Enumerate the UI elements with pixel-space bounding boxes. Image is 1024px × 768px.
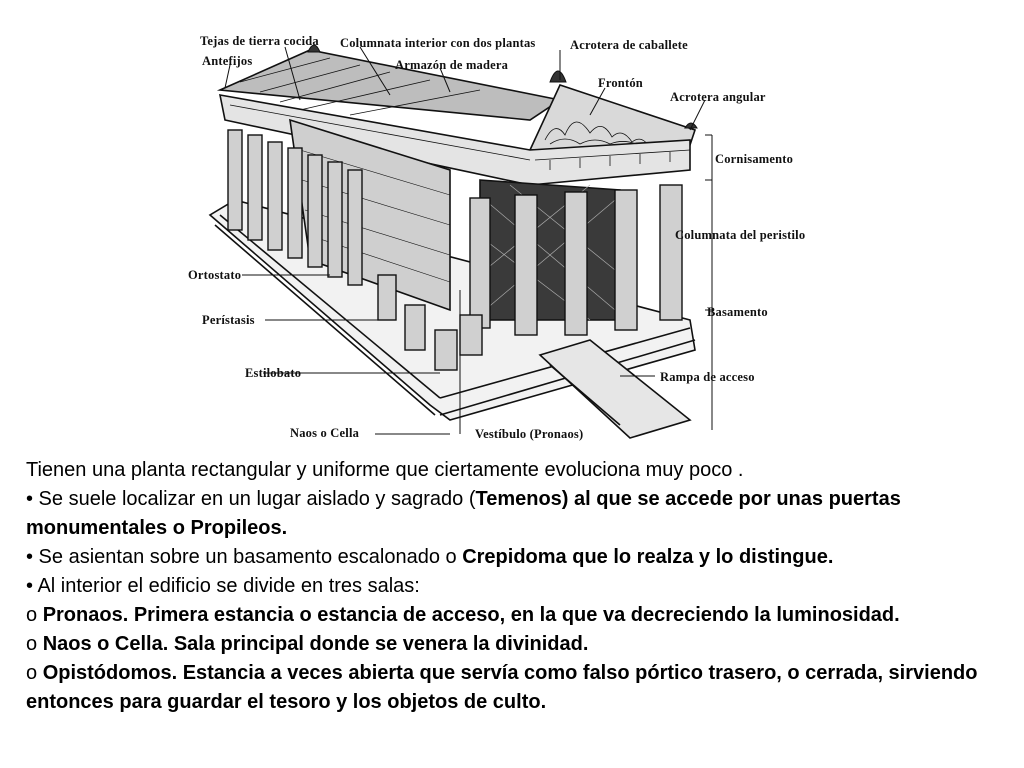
text-naos-bold: Naos o Cella. Sala principal donde se ve… bbox=[42, 633, 589, 655]
text-paragraph-opistodomos: o Opistódomos. Estancia a veces abierta … bbox=[26, 659, 1006, 717]
label-naos: Naos o Cella bbox=[290, 426, 360, 440]
description-text: Tienen una planta rectangular y uniforme… bbox=[26, 456, 1006, 717]
label-tejas: Tejas de tierra cocida bbox=[200, 34, 319, 48]
text-paragraph-pronaos: o Pronaos. Primera estancia o estancia d… bbox=[26, 601, 1006, 630]
text-paragraph-crepidoma: • Se asientan sobre un basamento escalon… bbox=[26, 543, 1006, 572]
label-antefijos: Antefijos bbox=[202, 54, 253, 68]
label-ortostato: Ortostato bbox=[188, 268, 242, 282]
text-paragraph-naos: o Naos o Cella. Sala principal donde se … bbox=[26, 630, 1006, 659]
text-paragraph-temenos: • Se suele localizar en un lugar aislado… bbox=[26, 485, 1006, 543]
label-armazon: Armazón de madera bbox=[395, 58, 509, 72]
label-peristasis: Perístasis bbox=[202, 313, 255, 327]
text-temenos-plain: • Se suele localizar en un lugar aislado… bbox=[26, 488, 476, 510]
temple-diagram: Tejas de tierra cocida Columnata interio… bbox=[150, 20, 850, 441]
label-acrotera-angular: Acrotera angular bbox=[670, 90, 766, 104]
temple-illustration bbox=[208, 44, 713, 439]
text-crepidoma-bold: Crepidoma que lo realza y lo distingue. bbox=[462, 546, 834, 568]
text-pronaos-bold: Pronaos. Primera estancia o estancia de … bbox=[42, 604, 900, 626]
label-fronton: Frontón bbox=[598, 76, 643, 90]
text-naos-marker: o bbox=[26, 633, 43, 655]
label-vestibulo: Vestíbulo (Pronaos) bbox=[475, 427, 584, 441]
label-acrotera-caballete: Acrotera de caballete bbox=[570, 38, 688, 52]
label-estilobato: Estilobato bbox=[245, 366, 302, 380]
label-rampa: Rampa de acceso bbox=[660, 370, 755, 384]
text-opistodomos-marker: o bbox=[26, 662, 43, 684]
text-paragraph-salas: • Al interior el edificio se divide en t… bbox=[26, 575, 420, 597]
text-line-1: Tienen una planta rectangular y uniforme… bbox=[26, 459, 744, 481]
label-basamento: Basamento bbox=[707, 305, 768, 319]
text-opistodomos-bold: Opistódomos. Estancia a veces abierta qu… bbox=[26, 662, 978, 713]
text-crepidoma-plain: • Se asientan sobre un basamento escalon… bbox=[26, 546, 463, 568]
text-temenos-bold: Temenos) al que se accede por unas puert… bbox=[26, 488, 901, 539]
label-cornisamento: Cornisamento bbox=[715, 152, 794, 166]
text-pronaos-marker: o bbox=[26, 604, 43, 626]
label-columnata-peristilo: Columnata del peristilo bbox=[675, 228, 806, 242]
label-columnata-interior: Columnata interior con dos plantas bbox=[340, 36, 536, 50]
